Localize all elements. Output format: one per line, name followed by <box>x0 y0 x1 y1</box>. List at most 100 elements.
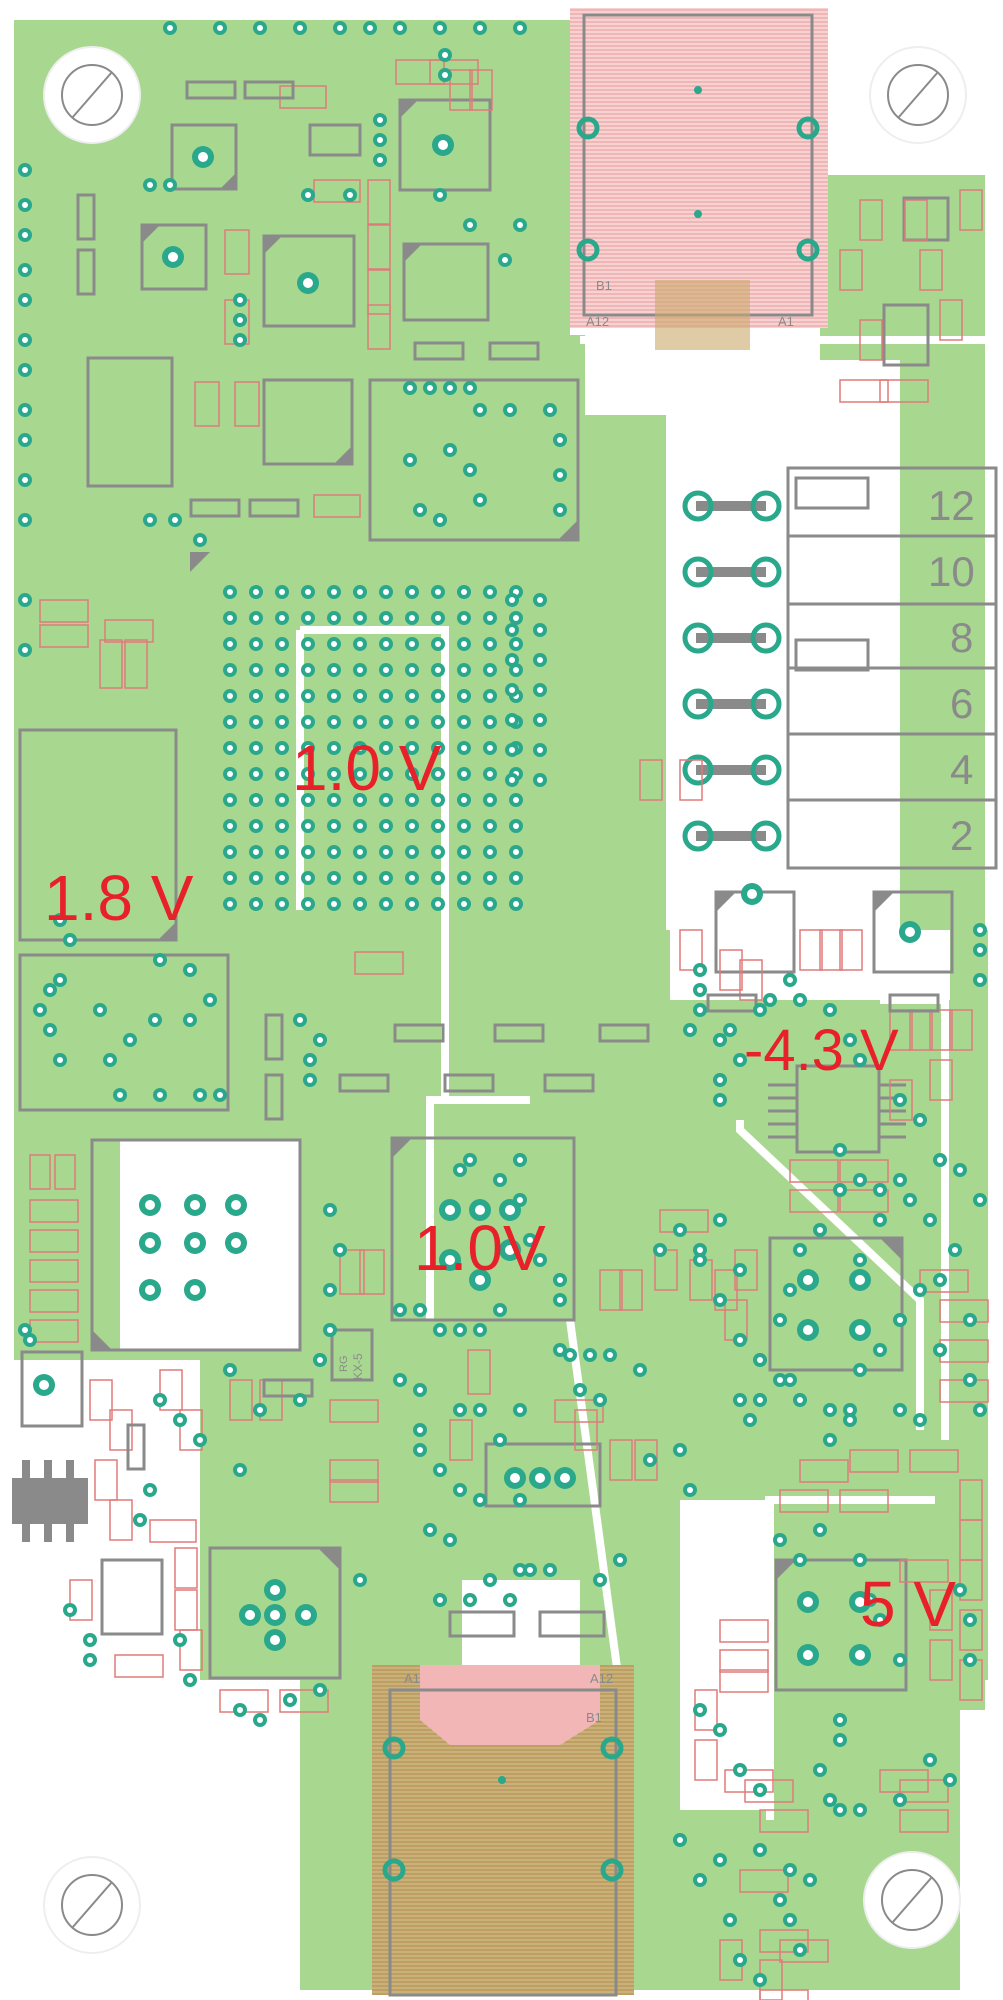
via-icon <box>693 1253 707 1267</box>
usb-top-a12-label: A12 <box>586 314 609 329</box>
via-icon <box>327 611 341 625</box>
via-icon <box>233 1463 247 1477</box>
via-icon <box>173 1633 187 1647</box>
via-icon <box>483 871 497 885</box>
via-icon <box>643 1453 657 1467</box>
via-icon <box>457 819 471 833</box>
via-icon <box>513 218 527 232</box>
via-icon <box>693 1243 707 1257</box>
via-icon <box>301 741 315 755</box>
via-icon <box>233 313 247 327</box>
via-icon <box>373 113 387 127</box>
via-icon <box>733 1053 747 1067</box>
connector-number-labels: 12 10 8 6 4 2 <box>928 482 975 859</box>
via-icon <box>301 845 315 859</box>
via-icon <box>275 585 289 599</box>
via-icon <box>333 1243 347 1257</box>
via-icon <box>493 1303 507 1317</box>
via-icon <box>923 1753 937 1767</box>
component-outlines <box>18 98 998 1692</box>
via-icon <box>327 585 341 599</box>
via-icon <box>973 923 987 937</box>
via-icon <box>973 1193 987 1207</box>
via-icon <box>275 819 289 833</box>
via-icon <box>405 845 419 859</box>
via-icon <box>763 993 777 1007</box>
via-icon <box>533 593 547 607</box>
via-icon <box>379 611 393 625</box>
via-icon <box>803 1873 817 1887</box>
vias <box>18 21 987 1987</box>
via-icon <box>18 433 32 447</box>
via-icon <box>327 793 341 807</box>
via-icon <box>963 1313 977 1327</box>
via-icon <box>379 741 393 755</box>
via-icon <box>833 1733 847 1747</box>
via-icon <box>505 653 519 667</box>
connector-num-8: 8 <box>950 614 973 661</box>
via-icon <box>873 1343 887 1357</box>
via-icon <box>523 1563 537 1577</box>
via-icon <box>493 1433 507 1447</box>
via-icon <box>373 133 387 147</box>
via-icon <box>483 689 497 703</box>
via-icon <box>313 1033 327 1047</box>
via-icon <box>593 1393 607 1407</box>
via-icon <box>713 1293 727 1307</box>
via-icon <box>543 403 557 417</box>
via-icon <box>183 1673 197 1687</box>
via-icon <box>18 473 32 487</box>
via-icon <box>431 689 445 703</box>
usb-bottom-b1-label: B1 <box>586 1710 602 1725</box>
via-icon <box>431 585 445 599</box>
via-icon <box>439 1199 461 1221</box>
via-icon <box>327 871 341 885</box>
via-icon <box>443 381 457 395</box>
via-icon <box>275 871 289 885</box>
via-icon <box>193 533 207 547</box>
via-icon <box>264 1604 286 1626</box>
via-icon <box>693 963 707 977</box>
kx5-label: KX-5 <box>351 1353 365 1380</box>
via-icon <box>457 585 471 599</box>
via-icon <box>327 689 341 703</box>
voltage-label-1v8: 1.8 V <box>44 862 194 934</box>
via-icon <box>873 1613 887 1627</box>
copper-pours <box>14 20 988 1990</box>
via-icon <box>293 1013 307 1027</box>
via-icon <box>783 1373 797 1387</box>
via-icon <box>509 611 523 625</box>
via-icon <box>113 1088 127 1102</box>
via-icon <box>823 1793 837 1807</box>
via-icon <box>773 1373 787 1387</box>
via-icon <box>83 1633 97 1647</box>
via-icon <box>483 767 497 781</box>
via-icon <box>405 663 419 677</box>
via-icon <box>393 1303 407 1317</box>
via-icon <box>513 1153 527 1167</box>
via-icon <box>443 443 457 457</box>
via-icon <box>483 845 497 859</box>
via-icon <box>457 637 471 651</box>
via-icon <box>783 1863 797 1877</box>
via-icon <box>453 1483 467 1497</box>
via-icon <box>133 1513 147 1527</box>
via-icon <box>713 1093 727 1107</box>
via-icon <box>833 1183 847 1197</box>
via-icon <box>509 637 523 651</box>
via-icon <box>553 468 567 482</box>
via-icon <box>433 21 447 35</box>
via-icon <box>275 637 289 651</box>
via-icon <box>469 1269 491 1291</box>
via-icon <box>469 1199 491 1221</box>
via-icon <box>353 871 367 885</box>
usb-top-b1-label: B1 <box>596 278 612 293</box>
via-icon <box>301 637 315 651</box>
via-icon <box>253 1403 267 1417</box>
via-icon <box>249 897 263 911</box>
via-icon <box>63 1603 77 1617</box>
via-icon <box>353 689 367 703</box>
via-icon <box>379 793 393 807</box>
via-icon <box>849 1591 871 1613</box>
via-icon <box>223 793 237 807</box>
